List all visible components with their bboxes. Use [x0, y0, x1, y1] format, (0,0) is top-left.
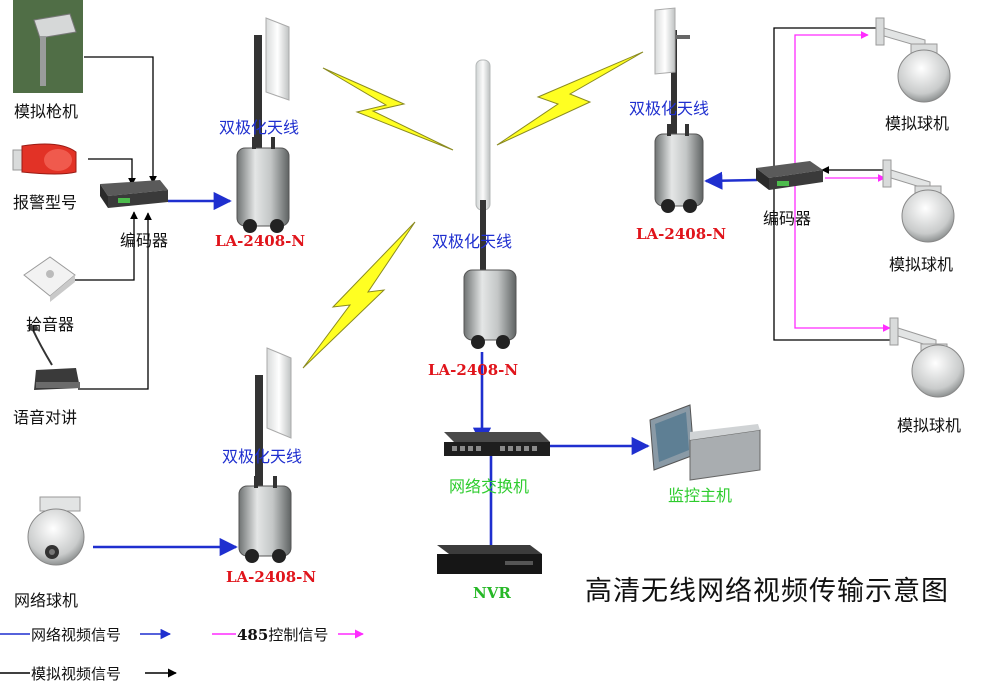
wire-pickup: [75, 211, 138, 281]
bridge-left-top-icon: [236, 137, 290, 233]
legend-485-signal: 485控制信号: [237, 624, 328, 645]
wire-intercom: [78, 212, 152, 390]
legend-analog-signal: 模拟视频信号: [31, 665, 122, 683]
antenna-right-icon: [654, 7, 690, 140]
antenna-left-bottom-icon: [255, 347, 292, 495]
wire-485-top: [794, 31, 869, 171]
label-dome-1: 模拟球机: [885, 114, 950, 133]
label-bridge-right: LA-2408-N: [636, 225, 727, 243]
bridge-center-icon: [463, 269, 517, 349]
label-gun-camera: 模拟枪机: [14, 102, 79, 121]
label-monitor-host: 监控主机: [668, 486, 733, 505]
label-alarm: 报警型号: [13, 193, 78, 212]
bridge-left-bottom-icon: [238, 476, 292, 563]
bridge-right-icon: [654, 124, 704, 213]
label-bridge-center: LA-2408-N: [428, 361, 519, 379]
label-nvr: NVR: [473, 584, 511, 602]
label-network-dome: 网络球机: [14, 591, 79, 610]
analog-dome-3-icon: [889, 317, 965, 398]
legend-485-prefix: 485: [237, 626, 269, 644]
intercom-icon: [28, 325, 80, 390]
legend-network-signal: 网络视频信号: [31, 626, 122, 644]
antenna-left-top-icon: [254, 17, 290, 155]
label-antenna-right: 双极化天线: [629, 99, 710, 118]
network-dome-icon: [27, 496, 85, 566]
label-dome-2: 模拟球机: [889, 255, 954, 274]
network-switch-icon: [444, 432, 550, 456]
legend-485-suffix: 控制信号: [268, 626, 329, 644]
radio-link-left-top: [322, 67, 454, 151]
label-bridge-left-top: LA-2408-N: [215, 232, 306, 250]
link-encoder-right-to-bridge: [704, 171, 758, 190]
label-switch: 网络交换机: [449, 477, 530, 496]
encoder-right-icon: [756, 161, 823, 190]
wire-485-bottom: [794, 186, 891, 332]
wire-gun-camera: [84, 56, 157, 184]
label-dome-3: 模拟球机: [897, 416, 962, 435]
analog-dome-2-icon: [882, 159, 955, 243]
radio-link-left-bottom: [302, 221, 416, 369]
pickup-icon: [23, 256, 76, 302]
nvr-icon: [437, 545, 542, 574]
label-pickup: 拾音器: [26, 315, 75, 334]
gun-camera-icon: [13, 0, 83, 93]
label-encoder-right: 编码器: [763, 209, 812, 228]
antenna-center-icon: [475, 59, 491, 272]
label-antenna-left-bottom: 双极化天线: [222, 447, 303, 466]
wire-alarm: [88, 158, 136, 186]
label-intercom: 语音对讲: [13, 408, 78, 427]
analog-dome-1-icon: [875, 17, 951, 103]
label-antenna-center: 双极化天线: [432, 232, 513, 251]
label-bridge-left-bottom: LA-2408-N: [226, 568, 317, 586]
label-encoder-left: 编码器: [120, 231, 169, 250]
label-antenna-left-top: 双极化天线: [219, 118, 300, 137]
diagram-title: 高清无线网络视频传输示意图: [585, 576, 949, 607]
monitor-host-icon: [649, 404, 761, 481]
encoder-left-icon: [100, 180, 168, 208]
radio-link-right: [496, 51, 644, 146]
alarm-icon: [12, 143, 77, 175]
